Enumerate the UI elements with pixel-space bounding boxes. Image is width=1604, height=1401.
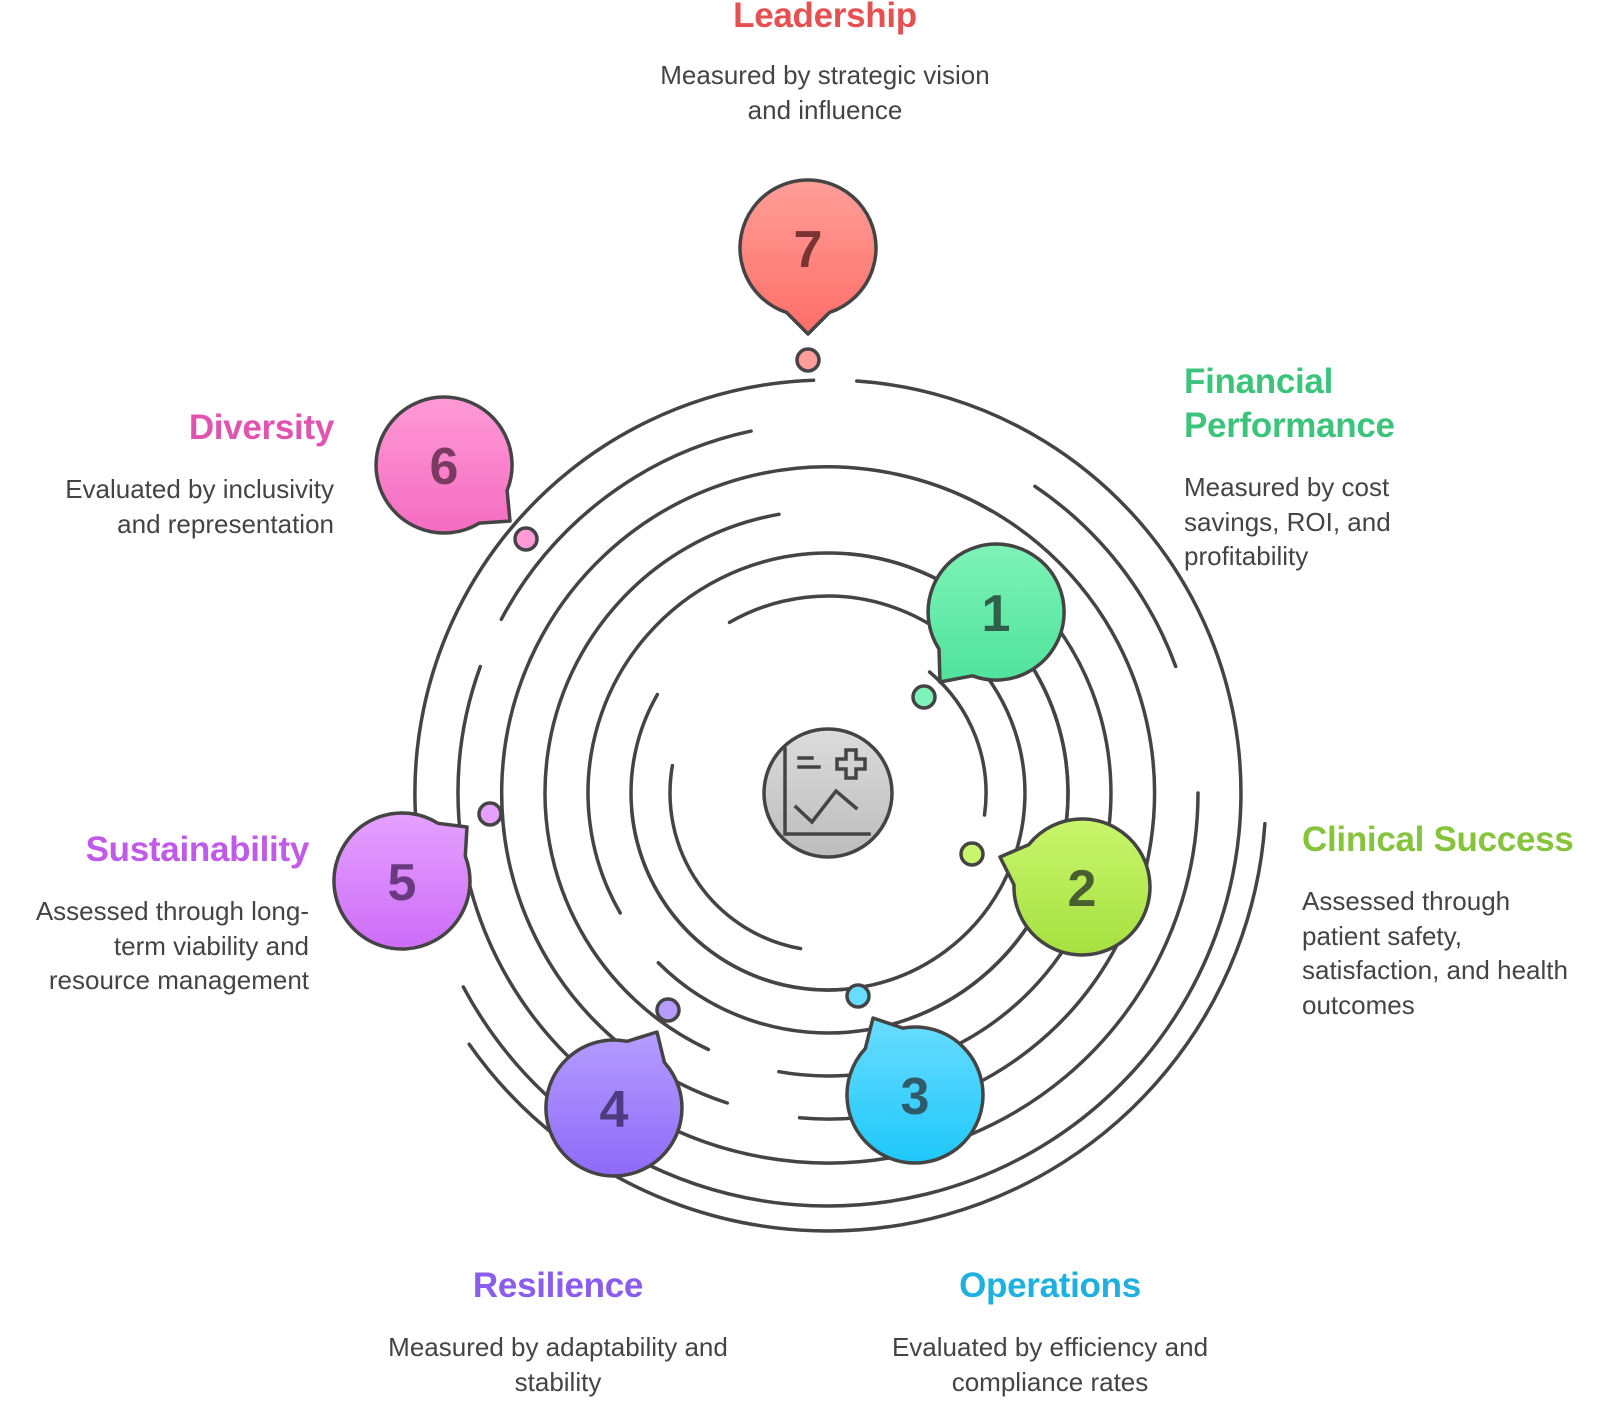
orbit-ring-arc bbox=[461, 379, 1243, 1208]
step-description: Assessed through patient safety, satisfa… bbox=[1302, 886, 1568, 1020]
step-title: Resilience bbox=[472, 1266, 644, 1305]
speech-bubble-shape bbox=[544, 1030, 684, 1178]
orbit-dot-2 bbox=[959, 841, 985, 867]
orbit-dot-6 bbox=[513, 526, 539, 552]
step-description: Measured by adaptability and stability bbox=[388, 1332, 728, 1397]
step-label-diversity: Diversity Evaluated by inclusivity and r… bbox=[0, 406, 334, 541]
step-description: Measured by strategic vision and influen… bbox=[660, 60, 990, 125]
orbit-ring-arc bbox=[927, 670, 988, 817]
step-bubble-3: 3 bbox=[845, 1016, 985, 1165]
speech-bubble-shape bbox=[845, 1016, 985, 1165]
orbit-ring-arc bbox=[413, 378, 816, 881]
step-bubble-2: 2 bbox=[998, 817, 1152, 957]
step-bubble-4: 4 bbox=[544, 1030, 684, 1178]
step-label-sustainability: Sustainability Assessed through long- te… bbox=[0, 828, 309, 998]
step-bubbles: 1 2 3 4 5 6 7 bbox=[332, 178, 1152, 1178]
step-bubble-5: 5 bbox=[332, 811, 472, 951]
center-hub bbox=[762, 727, 894, 859]
step-number: 1 bbox=[982, 585, 1011, 643]
step-title: Financial Performance bbox=[1184, 362, 1395, 445]
step-description: Assessed through long- term viability an… bbox=[35, 896, 309, 995]
step-number: 4 bbox=[600, 1081, 629, 1139]
step-title: Sustainability bbox=[85, 830, 310, 869]
orbit-ring-arc bbox=[668, 763, 803, 951]
step-description: Measured by cost savings, ROI, and profi… bbox=[1184, 472, 1391, 571]
step-title: Diversity bbox=[188, 408, 334, 447]
step-description: Evaluated by inclusivity and representat… bbox=[65, 474, 334, 539]
step-number: 3 bbox=[901, 1068, 930, 1126]
step-label-leadership: Leadership Measured by strategic vision … bbox=[575, 0, 1075, 127]
step-description: Evaluated by efficiency and compliance r… bbox=[891, 1332, 1209, 1397]
orbit-ring-arc bbox=[499, 429, 753, 622]
orbit-ring-arc bbox=[629, 692, 864, 992]
step-number: 6 bbox=[430, 438, 459, 496]
step-bubble-6: 6 bbox=[374, 395, 514, 535]
step-label-resilience: Resilience Measured by adaptability and … bbox=[358, 1264, 758, 1399]
step-bubble-7: 7 bbox=[738, 178, 878, 336]
step-bubble-1: 1 bbox=[926, 542, 1066, 684]
speech-bubble-shape bbox=[926, 542, 1066, 684]
orbit-dot-5 bbox=[477, 801, 503, 827]
orbit-ring-arc bbox=[1033, 484, 1178, 669]
orbit-ring-arc bbox=[499, 465, 993, 1105]
orbit-dots bbox=[477, 347, 985, 1023]
step-label-operations: Operations Evaluated by efficiency and c… bbox=[850, 1264, 1250, 1399]
orbit-dot-3 bbox=[845, 983, 871, 1009]
step-title: Clinical Success bbox=[1302, 820, 1574, 859]
orbit-ring-arc bbox=[543, 512, 781, 1052]
orbit-dot-7 bbox=[795, 347, 821, 373]
orbit-dot-4 bbox=[655, 997, 681, 1023]
step-number: 5 bbox=[388, 854, 417, 912]
step-number: 7 bbox=[794, 221, 823, 279]
speech-bubble-shape bbox=[998, 817, 1152, 957]
step-label-financial-performance: Financial Performance Measured by cost s… bbox=[1184, 360, 1484, 574]
step-label-clinical-success: Clinical Success Assessed through patien… bbox=[1302, 818, 1604, 1022]
hub-circle bbox=[762, 727, 894, 859]
health-analytics-icon bbox=[783, 747, 871, 836]
orbit-dot-1 bbox=[911, 684, 937, 710]
step-title: Leadership bbox=[733, 0, 917, 35]
speech-bubble-shape bbox=[374, 395, 514, 535]
step-number: 2 bbox=[1068, 860, 1097, 918]
speech-bubble-shape bbox=[332, 811, 472, 951]
speech-bubble-shape bbox=[738, 178, 878, 336]
step-title: Operations bbox=[959, 1266, 1141, 1305]
